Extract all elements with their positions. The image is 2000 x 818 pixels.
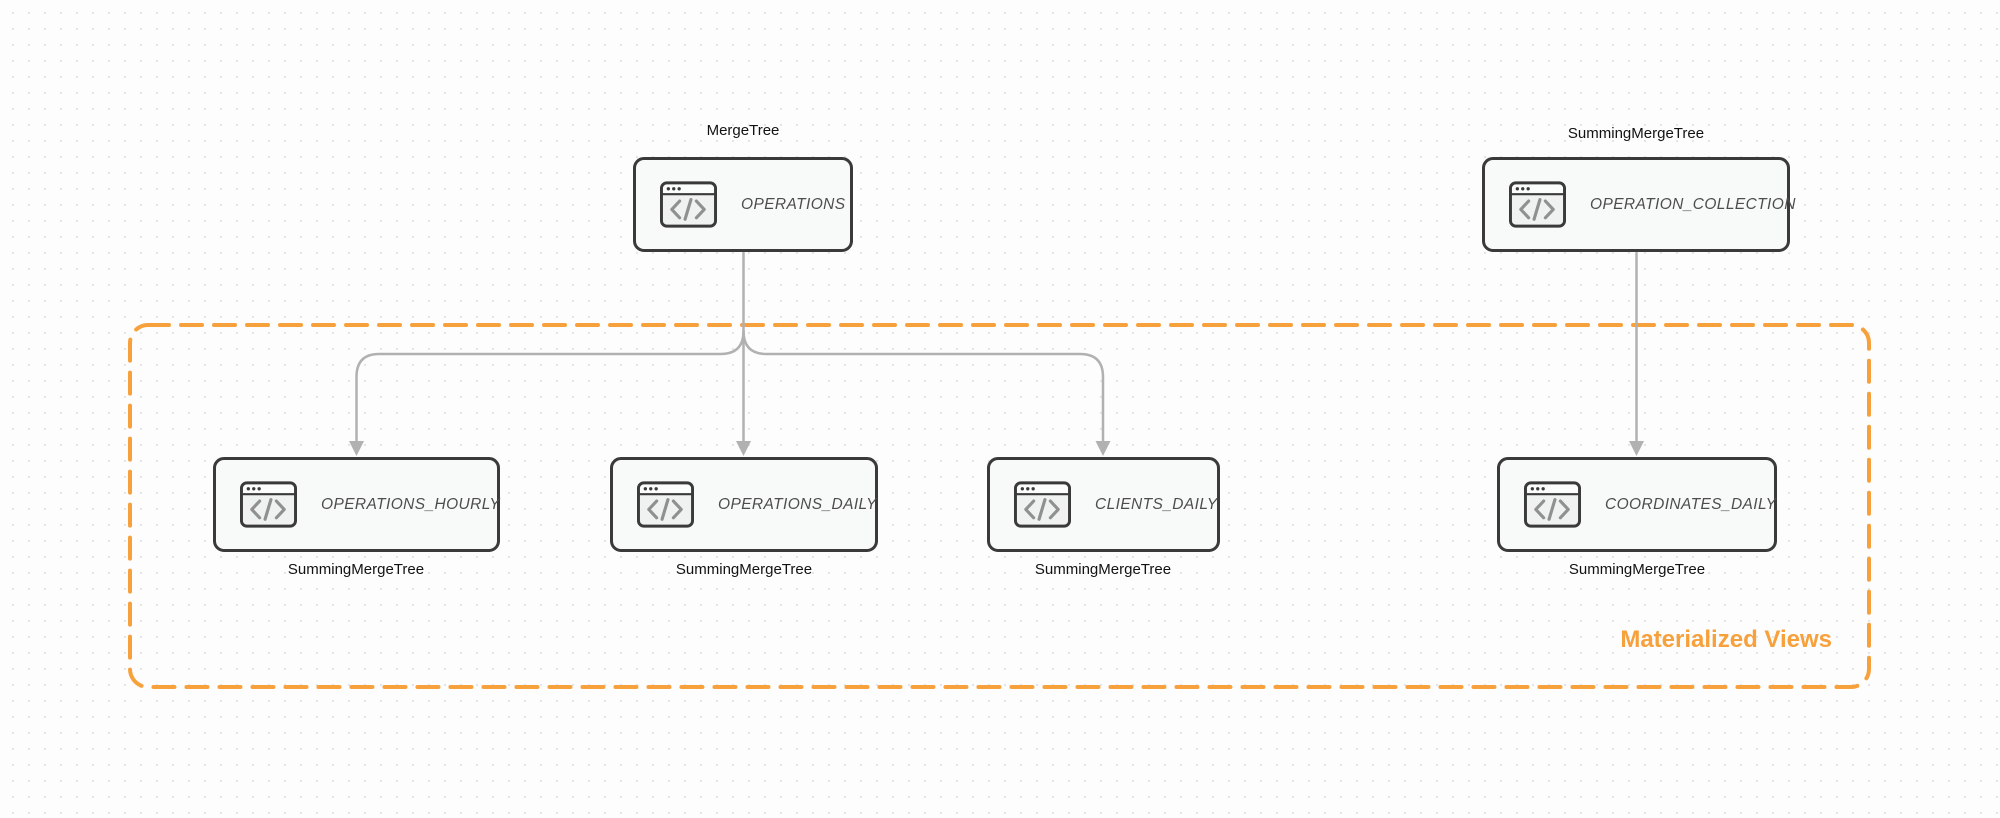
node-title: CLIENTS_DAILY	[1095, 495, 1218, 513]
node-operation-collection[interactable]: OPERATION_COLLECTION	[1482, 157, 1795, 252]
node-title: OPERATIONS	[741, 195, 846, 213]
code-window-icon	[240, 481, 297, 528]
node-title: OPERATIONS_DAILY	[718, 495, 877, 513]
code-window-icon	[1524, 481, 1581, 528]
node-title: COORDINATES_DAILY	[1605, 495, 1777, 513]
node-title: OPERATION_COLLECTION	[1590, 195, 1796, 213]
edge-operations-to-operations-hourly	[355, 329, 745, 444]
node-clients-daily[interactable]: CLIENTS_DAILY	[987, 457, 1220, 552]
code-window-icon	[1509, 181, 1566, 228]
code-window-icon	[637, 481, 694, 528]
arrowhead-icon	[349, 441, 364, 456]
code-window-icon	[660, 181, 717, 228]
node-operations-daily[interactable]: OPERATIONS_DAILY	[610, 457, 878, 552]
edge-operations-to-clients-daily	[742, 329, 1105, 444]
engine-label-operations: MergeTree	[706, 122, 780, 139]
engine-label-operations-daily: SummingMergeTree	[675, 561, 813, 578]
node-operations-hourly[interactable]: OPERATIONS_HOURLY	[213, 457, 500, 552]
node-coordinates-daily[interactable]: COORDINATES_DAILY	[1497, 457, 1777, 552]
engine-label-coordinates-daily: SummingMergeTree	[1568, 561, 1706, 578]
node-operations[interactable]: OPERATIONS	[633, 157, 853, 252]
arrowhead-icon	[1095, 441, 1111, 456]
arrowhead-icon	[736, 441, 751, 456]
node-title: OPERATIONS_HOURLY	[321, 495, 501, 513]
engine-label-operation-collection: SummingMergeTree	[1567, 125, 1705, 142]
materialized-views-label: Materialized Views	[1620, 626, 1832, 653]
engine-label-operations-hourly: SummingMergeTree	[287, 561, 425, 578]
arrowhead-icon	[1629, 441, 1644, 456]
code-window-icon	[1014, 481, 1071, 528]
engine-label-clients-daily: SummingMergeTree	[1034, 561, 1172, 578]
